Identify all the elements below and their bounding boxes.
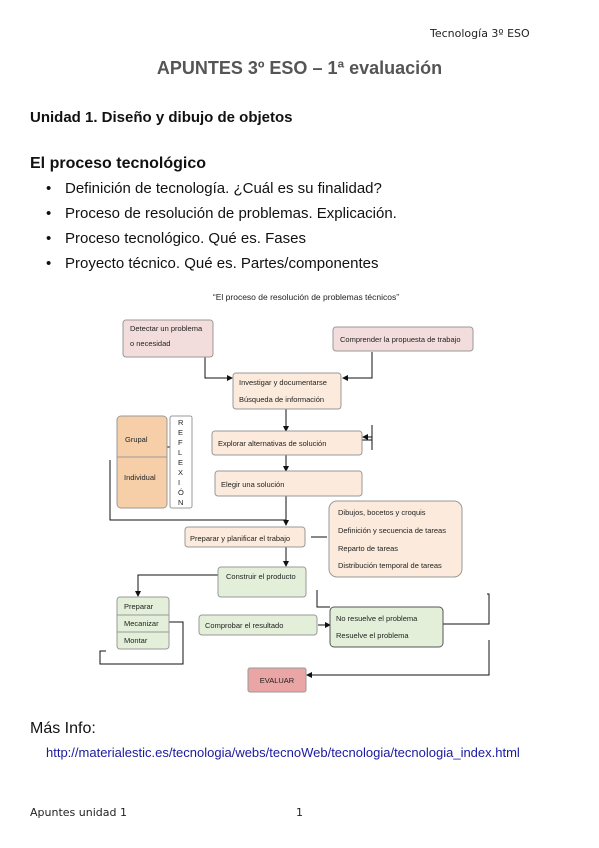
page-title: APUNTES 3º ESO – 1ª evaluación: [156, 58, 443, 78]
list-item: •Proceso tecnológico. Qué es. Fases: [46, 230, 306, 247]
detect-problem-line1: Detectar un problema: [130, 324, 203, 333]
reflection-letter: F: [178, 438, 183, 447]
result-outcome-box: [329, 606, 444, 648]
topic-list: •Definición de tecnología. ¿Cuál es su f…: [46, 178, 397, 278]
explore-alternatives-box: [211, 430, 363, 456]
reflection-letter: L: [178, 448, 182, 457]
check-result-box: [198, 614, 318, 636]
group-label: Grupal: [125, 435, 148, 444]
check-result-label: Comprobar el resultado: [205, 621, 283, 630]
evaluate-label: EVALUAR: [260, 676, 295, 685]
list-item: •Definición de tecnología. ¿Cuál es su f…: [46, 180, 382, 197]
list-item: •Proceso de resolución de problemas. Exp…: [46, 205, 397, 222]
reflection-letter: R: [178, 418, 184, 427]
build-phase-item: Montar: [124, 636, 148, 645]
evaluate-box: [247, 667, 307, 693]
unit-heading: Unidad 1. Diseño y dibujo de objetos: [30, 109, 293, 126]
diagram-title: “El proceso de resolución de problemas t…: [213, 292, 399, 302]
section-heading: El proceso tecnológico: [30, 155, 207, 172]
more-info-link[interactable]: http://materialestic.es/tecnologia/webs/…: [46, 745, 520, 760]
plan-detail-item: Definición y secuencia de tareas: [338, 526, 446, 535]
research-line1: Investigar y documentarse: [239, 378, 327, 387]
reflection-letter: E: [178, 458, 183, 467]
result-outcome-item: No resuelve el problema: [336, 614, 418, 623]
plan-detail-item: Reparto de tareas: [338, 544, 398, 553]
reflection-letter: I: [178, 478, 180, 487]
list-item-text: Definición de tecnología. ¿Cuál es su fi…: [65, 180, 382, 197]
choose-solution-label: Elegir una solución: [221, 480, 284, 489]
build-product-label: Construir el producto: [226, 572, 296, 581]
understand-proposal-box: [332, 326, 474, 352]
reflection-letter: Ó: [178, 488, 184, 497]
individual-label: Individual: [124, 473, 156, 482]
result-outcome-item: Resuelve el problema: [336, 631, 409, 640]
plan-detail-item: Dibujos, bocetos y croquis: [338, 508, 426, 517]
list-item-text: Proceso tecnológico. Qué es. Fases: [65, 230, 306, 247]
reflection-letter: E: [178, 428, 183, 437]
list-item-text: Proceso de resolución de problemas. Expl…: [65, 205, 397, 222]
build-product-box: [217, 566, 307, 598]
reflection-box: [169, 415, 193, 509]
footer-label: Apuntes unidad 1: [30, 806, 127, 819]
list-item-text: Proyecto técnico. Qué es. Partes/compone…: [65, 255, 379, 272]
reflection-letter: N: [178, 498, 183, 507]
work-mode-box: [116, 415, 168, 509]
explore-alternatives-label: Explorar alternativas de solución: [218, 439, 326, 448]
list-item: •Proyecto técnico. Qué es. Partes/compon…: [46, 255, 379, 272]
understand-proposal-label: Comprender la propuesta de trabajo: [340, 335, 461, 344]
more-info-label: Más Info:: [30, 720, 96, 737]
plan-work-label: Preparar y planificar el trabajo: [190, 534, 290, 543]
reflection-letter: X: [178, 468, 183, 477]
research-box: [232, 372, 342, 410]
process-diagram: “El proceso de resolución de problemas t…: [99, 292, 490, 693]
research-line2: Búsqueda de información: [239, 395, 324, 404]
page-number: 1: [296, 806, 303, 819]
build-phase-item: Mecanizar: [124, 619, 159, 628]
detect-problem-box: [122, 319, 214, 358]
build-phase-item: Preparar: [124, 602, 154, 611]
header-subject: Tecnología 3º ESO: [430, 27, 530, 40]
build-phases-box: [116, 596, 170, 650]
plan-details-box: [328, 500, 463, 578]
plan-work-box: [184, 526, 306, 548]
detect-problem-line2: o necesidad: [130, 339, 170, 348]
plan-detail-item: Distribución temporal de tareas: [338, 561, 442, 570]
choose-solution-box: [214, 470, 363, 497]
